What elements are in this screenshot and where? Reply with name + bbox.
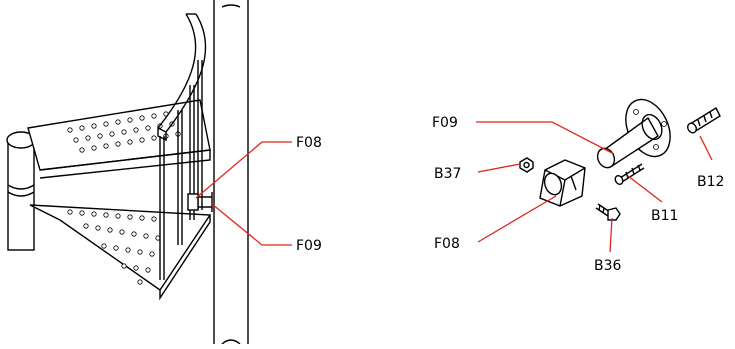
leader-right-b12 bbox=[699, 135, 713, 161]
part-b37-nut bbox=[519, 157, 534, 173]
staircase-assembly bbox=[6, 0, 292, 345]
lower-tread bbox=[29, 204, 212, 301]
label-right-b36: B36 bbox=[594, 258, 622, 274]
label-right-b12: B12 bbox=[697, 174, 724, 190]
leader-right-f09 bbox=[476, 121, 615, 155]
leader-right-b37 bbox=[477, 163, 521, 173]
part-b11-screw bbox=[614, 163, 645, 185]
leader-right-f08 bbox=[477, 195, 557, 243]
wall-bracket bbox=[187, 192, 213, 212]
leader-left-f08 bbox=[195, 141, 292, 199]
label-right-f09: F09 bbox=[432, 115, 458, 131]
leader-right-b36 bbox=[609, 217, 613, 253]
exploded-parts bbox=[476, 98, 721, 253]
label-left-f09: F09 bbox=[296, 238, 322, 254]
part-f08-clamp bbox=[539, 159, 586, 207]
label-right-b37: B37 bbox=[434, 166, 461, 182]
leader-left-f09 bbox=[211, 203, 292, 246]
part-f09-flange bbox=[596, 98, 671, 169]
label-right-f08: F08 bbox=[434, 236, 460, 252]
central-pole bbox=[6, 131, 36, 251]
tread-perforations bbox=[67, 111, 181, 285]
label-left-f08: F08 bbox=[296, 135, 322, 151]
wall-post bbox=[213, 0, 249, 345]
label-right-b11: B11 bbox=[651, 208, 678, 224]
leader-right-b11 bbox=[627, 175, 663, 203]
part-b12-plug bbox=[687, 107, 721, 134]
part-b36-bolt bbox=[595, 203, 621, 221]
